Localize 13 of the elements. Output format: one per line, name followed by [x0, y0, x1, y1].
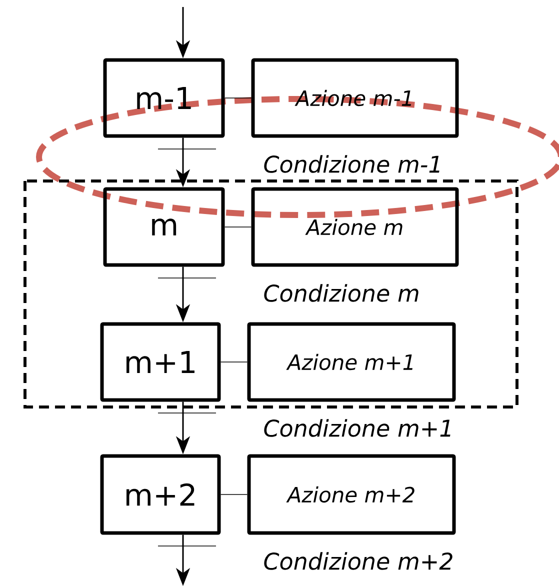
- step-box: m-1: [103, 58, 225, 138]
- edge-label: Condizione m+2: [262, 551, 455, 571]
- step-box: m: [103, 187, 225, 267]
- link-line: [220, 494, 248, 495]
- action-box: Azione m+1: [247, 322, 456, 402]
- edge-label: Condizione m+1: [262, 418, 455, 438]
- edge-label: Condizione m-1: [262, 154, 444, 174]
- edge-label: Condizione m: [262, 283, 421, 303]
- action-box: Azione m+2: [247, 454, 456, 535]
- action-box: Azione m: [251, 187, 459, 267]
- step-box: m+2: [100, 454, 221, 535]
- step-box: m+1: [100, 322, 221, 402]
- link-line: [224, 226, 252, 228]
